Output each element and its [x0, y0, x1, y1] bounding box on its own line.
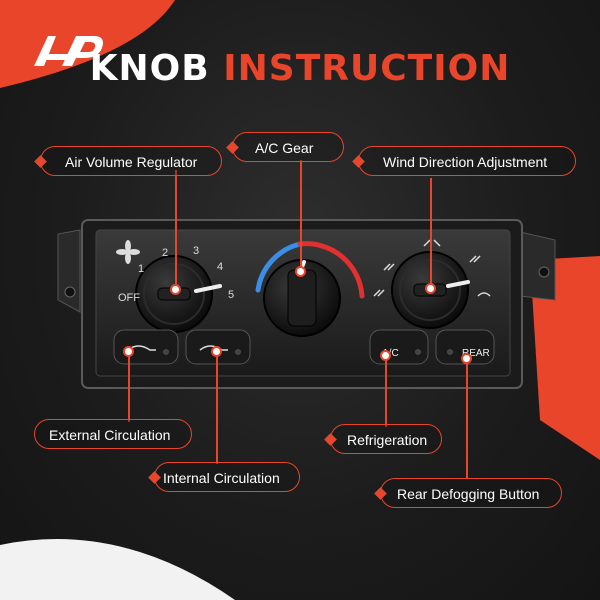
callout-internal-label: Internal Circulation [163, 470, 280, 486]
callout-refrigeration-label: Refrigeration [347, 432, 428, 448]
fan-icon [116, 240, 140, 264]
callout-wind-direction: Wind Direction Adjustment [352, 146, 576, 176]
fan-label-5: 5 [228, 289, 234, 301]
pin-ac-gear [295, 266, 306, 277]
leader-ac-gear [300, 160, 302, 270]
rear-defog-button[interactable]: REAR [435, 329, 495, 365]
vent-mode-icons [373, 239, 491, 297]
vent-face-icon [373, 289, 385, 297]
pin-internal [211, 346, 222, 357]
callout-air-volume-label: Air Volume Regulator [65, 154, 198, 170]
callout-internal: Internal Circulation [148, 462, 300, 492]
leader-external [128, 352, 130, 422]
pin-wind [425, 283, 436, 294]
leader-internal [216, 352, 218, 464]
leader-wind [430, 178, 432, 288]
fan-label-1: 1 [138, 263, 144, 275]
callout-rear-defog-label: Rear Defogging Button [397, 486, 540, 502]
vent-mix-icon [423, 239, 441, 247]
fan-scale: OFF 1 2 3 4 5 [118, 245, 234, 304]
callout-ac-gear-label: A/C Gear [255, 140, 314, 156]
fan-label-4: 4 [217, 261, 223, 273]
fan-label-2: 2 [162, 247, 168, 259]
page-title: KNOB INSTRUCTION [0, 48, 600, 89]
leader-refrigeration [385, 355, 387, 427]
title-word-2: INSTRUCTION [223, 48, 511, 89]
brand-logo [34, 36, 103, 66]
ac-button[interactable]: A/C [369, 329, 429, 365]
callout-rear-defog: Rear Defogging Button [374, 478, 562, 508]
rear-button-label: REAR [462, 348, 490, 359]
pin-air-volume [170, 284, 181, 295]
callout-external-label: External Circulation [49, 427, 171, 443]
pin-refrigeration [380, 350, 391, 361]
leader-rear [466, 358, 468, 478]
title-word-1: KNOB [89, 48, 210, 89]
callout-ac-gear: A/C Gear [226, 132, 344, 162]
pin-rear [461, 353, 472, 364]
callout-wind-direction-label: Wind Direction Adjustment [383, 154, 548, 170]
fan-label-off: OFF [118, 292, 140, 304]
callout-external: External Circulation [34, 419, 192, 449]
defrost-icon [477, 292, 491, 297]
callout-refrigeration: Refrigeration [324, 424, 442, 454]
temperature-knob[interactable] [263, 259, 341, 337]
callout-air-volume: Air Volume Regulator [34, 146, 222, 176]
vent-floor-icon [383, 263, 395, 271]
fan-label-3: 3 [193, 245, 199, 257]
pin-external [123, 346, 134, 357]
leader-air-volume [175, 170, 177, 288]
